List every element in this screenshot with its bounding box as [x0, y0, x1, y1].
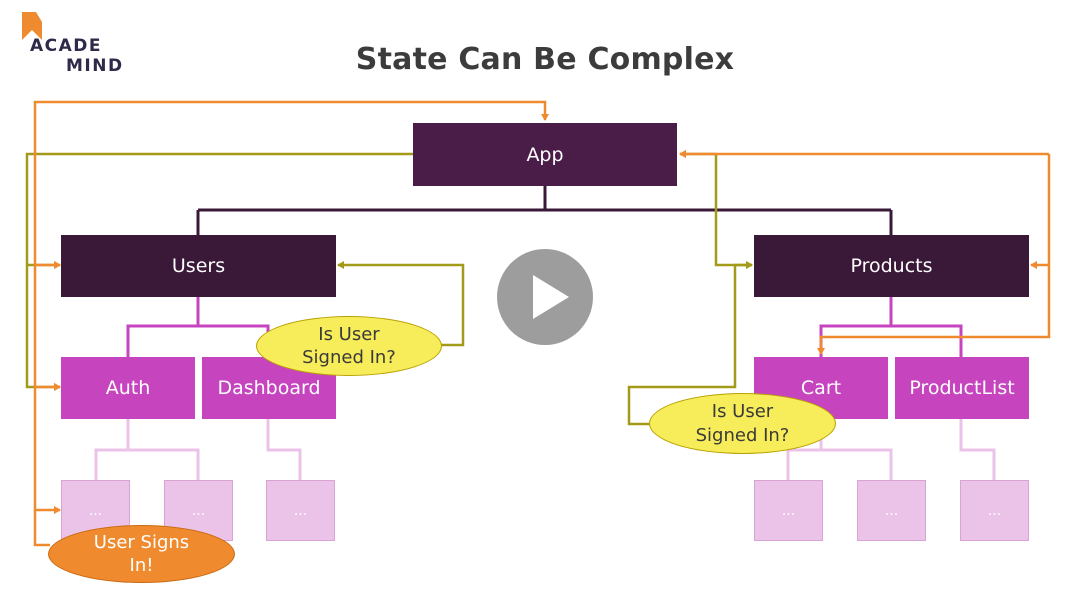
academind-logo-icon: [22, 12, 42, 40]
play-button[interactable]: [497, 249, 593, 345]
node-users: Users: [61, 235, 336, 297]
logo-line-2: MIND: [66, 56, 124, 76]
bubble-user-signs-in: User Signs In!: [48, 525, 235, 583]
bubble-is-user-signed-in-right: Is User Signed In?: [649, 393, 836, 454]
leaf-node: ...: [266, 480, 335, 541]
tree-app-children: [196, 186, 893, 235]
tree-leaves: [94, 419, 996, 480]
leaf-node: ...: [857, 480, 926, 541]
node-cart: Cart: [754, 357, 888, 419]
play-icon: [533, 275, 569, 319]
node-products: Products: [754, 235, 1029, 297]
orange-flows: [33, 100, 1051, 547]
node-auth: Auth: [61, 357, 195, 419]
leaf-node: ...: [960, 480, 1029, 541]
bubble-is-user-signed-in-left: Is User Signed In?: [256, 316, 442, 376]
page-title: State Can Be Complex: [355, 42, 735, 77]
node-productlist: ProductList: [895, 357, 1029, 419]
node-app: App: [413, 123, 677, 186]
logo-line-1: ACADE: [30, 36, 103, 56]
leaf-node: ...: [754, 480, 823, 541]
academind-logo: ACADE MIND: [18, 10, 138, 80]
